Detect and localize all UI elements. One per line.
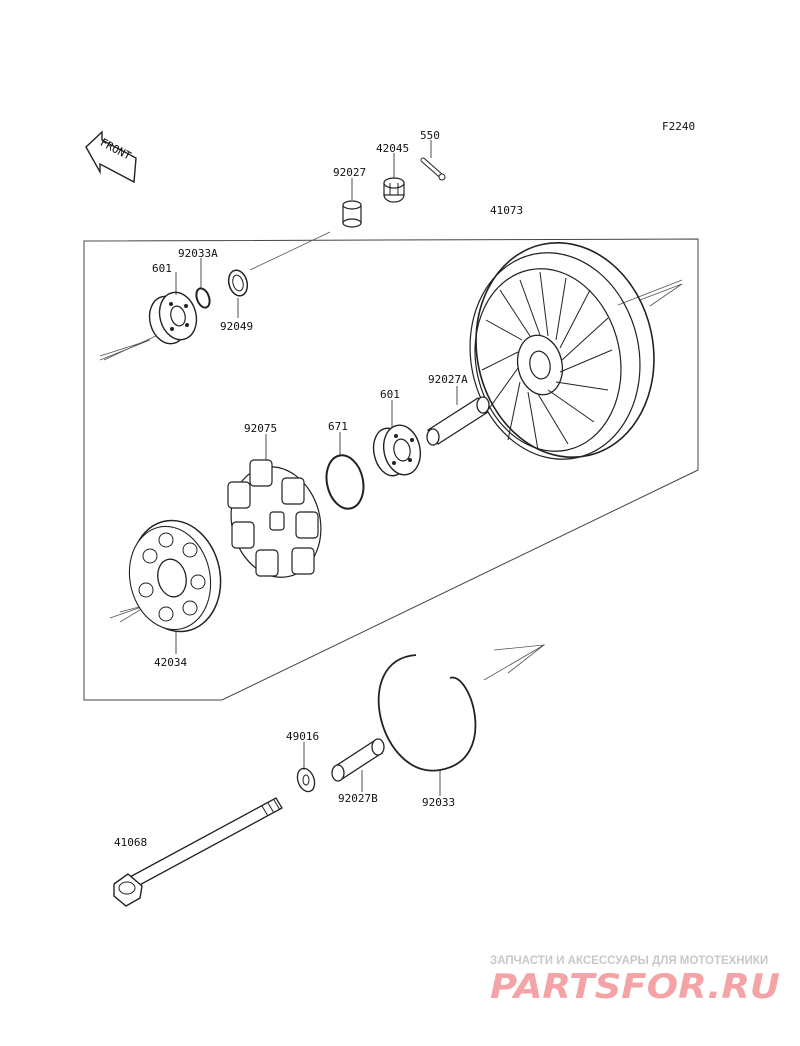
label-92027A: 92027A: [428, 373, 468, 386]
label-41073: 41073: [490, 204, 523, 217]
part-671-oring: [325, 454, 365, 510]
part-41068-axle: [113, 797, 283, 907]
label-92033: 92033: [422, 796, 455, 809]
watermark-tagline: ЗАПЧАСТИ И АКСЕССУАРЫ ДЛЯ МОТОТЕХНИКИ: [490, 955, 768, 967]
part-49016-washer: [296, 767, 316, 793]
part-92049-seal: [227, 269, 249, 297]
label-601-mid: 601: [380, 388, 400, 401]
leader-lines: [175, 140, 458, 796]
watermark-brand: PARTSFOR.RU: [490, 967, 780, 1007]
label-550: 550: [420, 129, 440, 142]
label-92075: 92075: [244, 422, 277, 435]
label-92027: 92027: [333, 166, 366, 179]
part-41073-wheel: [469, 241, 655, 460]
part-92027B-sleeve: [331, 738, 385, 782]
label-601-top: 601: [152, 262, 172, 275]
assembly-frame: [83, 238, 699, 701]
part-92033-circlip: [377, 654, 477, 772]
part-42045-nut: [383, 177, 405, 203]
part-92027-collar: [342, 200, 362, 228]
label-92033A: 92033A: [178, 247, 218, 260]
part-92027A-sleeve: [426, 396, 490, 446]
part-92033A-circlip: [195, 287, 211, 309]
part-601-bearing-mid: [372, 424, 422, 477]
label-42034: 42034: [154, 656, 187, 669]
label-49016: 49016: [286, 730, 319, 743]
label-92049: 92049: [220, 320, 253, 333]
label-671: 671: [328, 420, 348, 433]
label-42045: 42045: [376, 142, 409, 155]
diagram-code: F2240: [662, 120, 695, 133]
front-arrow-icon: FRONT: [85, 130, 137, 184]
part-92075-damper: [227, 459, 322, 578]
label-92027B: 92027B: [338, 792, 378, 805]
part-550-pin: [420, 157, 446, 181]
part-601-bearing-top: [148, 291, 198, 345]
part-42034-coupling: [128, 519, 222, 633]
label-41068: 41068: [114, 836, 147, 849]
